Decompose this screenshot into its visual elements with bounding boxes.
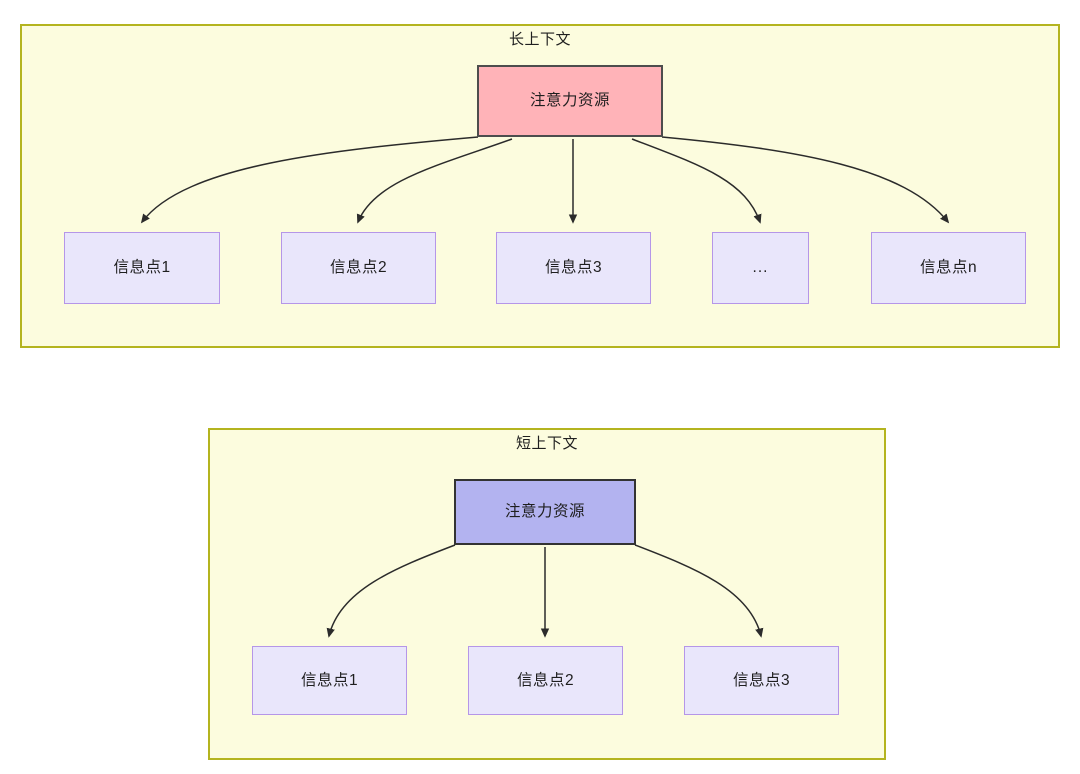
node-long-attention-resource[interactable]: 注意力资源	[477, 65, 663, 137]
edge-long-to-leaf-4	[631, 138, 762, 224]
edge-short-to-leaf-3	[634, 544, 764, 638]
node-long-info-point-1[interactable]: 信息点1	[64, 232, 220, 304]
node-short-info-point-2[interactable]: 信息点2	[468, 646, 623, 715]
node-short-info-point-3[interactable]: 信息点3	[684, 646, 839, 715]
node-short-info-point-1[interactable]: 信息点1	[252, 646, 407, 715]
panel-short-context-title: 短上下文	[515, 435, 578, 452]
node-long-info-point-ellipsis[interactable]: ...	[712, 232, 809, 304]
edge-long-to-leaf-2	[356, 138, 513, 224]
node-long-info-point-3[interactable]: 信息点3	[496, 232, 651, 304]
edges-short-context	[326, 544, 764, 638]
edge-short-to-leaf-1	[326, 544, 456, 638]
edge-long-to-leaf-1	[140, 136, 479, 224]
panel-long-context-title: 长上下文	[508, 31, 571, 48]
node-short-attention-resource[interactable]: 注意力资源	[454, 479, 636, 545]
edges-long-context	[140, 136, 950, 224]
node-long-info-point-n[interactable]: 信息点n	[871, 232, 1026, 304]
node-long-info-point-2[interactable]: 信息点2	[281, 232, 436, 304]
edge-long-to-leaf-5	[661, 136, 950, 224]
